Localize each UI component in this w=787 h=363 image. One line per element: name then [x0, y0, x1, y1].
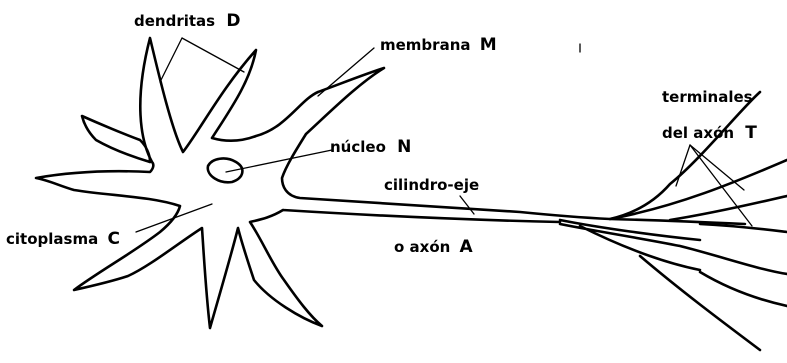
leader-terminales-2	[690, 145, 744, 190]
label-cilindro-eje: cilindro-eje	[384, 176, 479, 194]
label-membrana: membrana M	[380, 35, 497, 55]
label-nucleo: núcleo N	[330, 137, 411, 157]
axon-terminals	[560, 160, 787, 350]
label-dendritas-text: dendritas	[134, 12, 215, 30]
leader-cilindro	[460, 196, 474, 214]
label-axon-letter: A	[460, 237, 474, 257]
nucleus-outline	[208, 159, 243, 183]
label-membrana-text: membrana	[380, 36, 471, 54]
label-nucleo-text: núcleo	[330, 138, 386, 156]
label-del-axon-text: del axón	[662, 124, 734, 142]
label-citoplasma: citoplasma C	[6, 229, 120, 249]
label-dendritas-letter: D	[226, 11, 240, 31]
label-axon-text: o axón	[394, 238, 450, 256]
leader-membrana	[318, 48, 374, 96]
label-citoplasma-letter: C	[107, 229, 119, 249]
leader-dendritas-2	[182, 38, 244, 72]
leader-nucleo	[226, 150, 332, 172]
leader-dendritas-1	[160, 38, 182, 82]
label-citoplasma-text: citoplasma	[6, 230, 98, 248]
label-del-axon: del axón T	[662, 123, 757, 143]
label-terminales-letter: T	[745, 123, 757, 143]
leader-terminales-1	[676, 145, 690, 186]
label-terminales: terminales	[662, 88, 753, 106]
label-dendritas: dendritas D	[134, 11, 240, 31]
label-axon: o axón A	[394, 237, 474, 257]
label-nucleo-letter: N	[397, 137, 411, 157]
label-membrana-letter: M	[480, 35, 497, 55]
